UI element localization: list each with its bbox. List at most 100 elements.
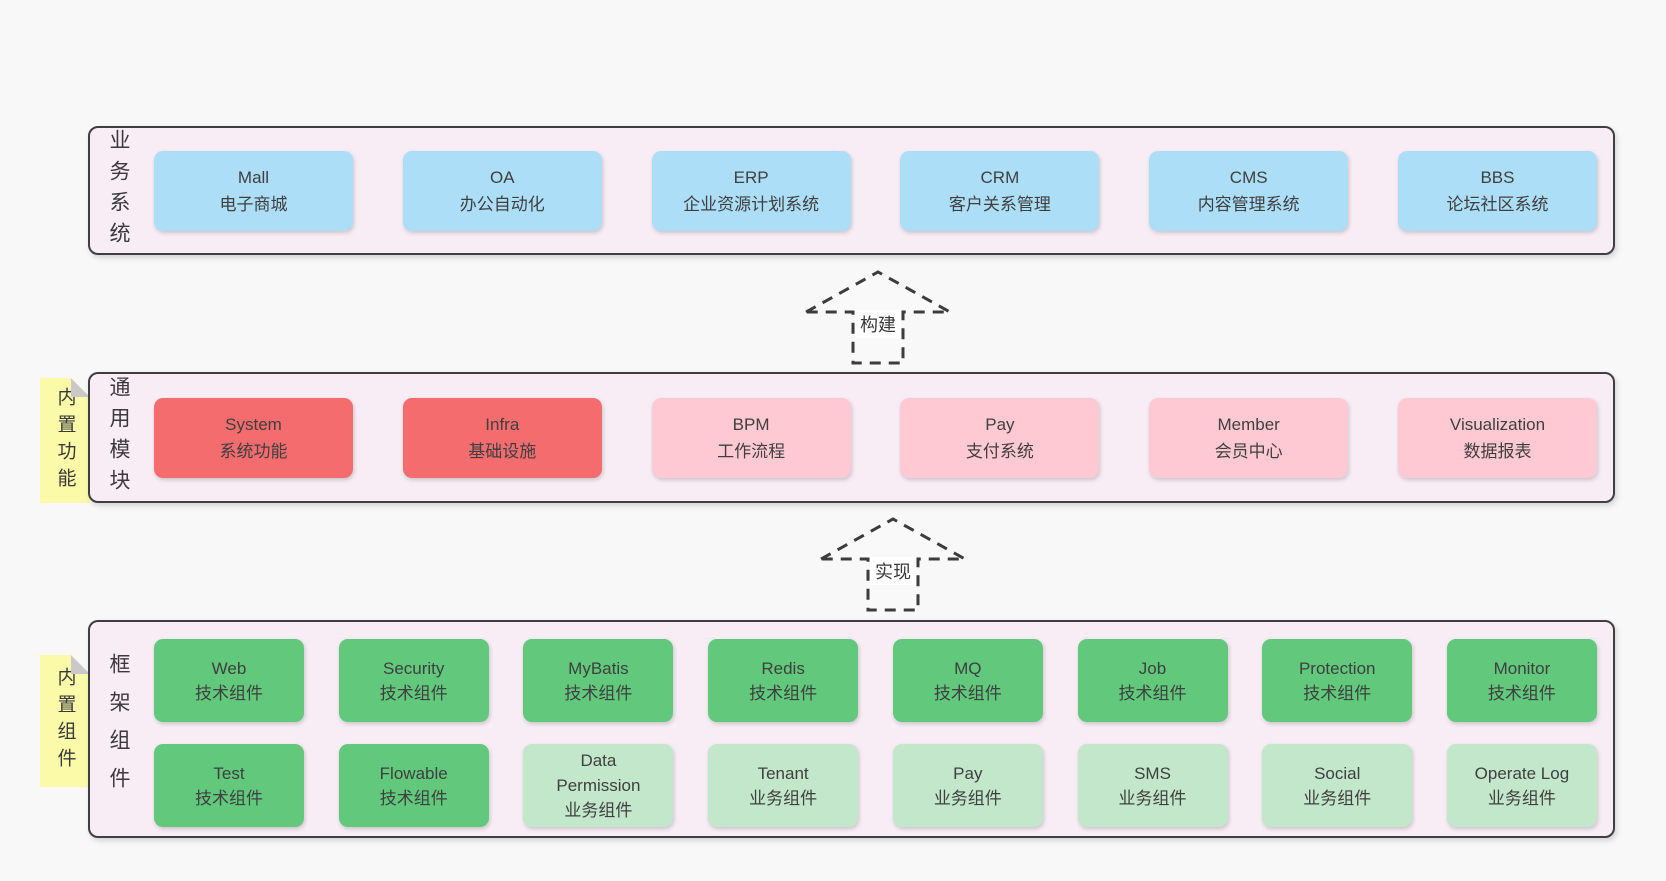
box-title: Protection (1298, 658, 1376, 678)
box-title: Visualization (1449, 414, 1546, 434)
box-data-permission: Data Permission 业务组件 (523, 744, 674, 827)
band-business-systems: 业务系统 Mall 电子商城 OA 办公自动化 ERP 企业资源计划系统 CRM… (88, 126, 1615, 255)
box-job: Job 技术组件 (1077, 639, 1228, 722)
band-business-systems-label: 业务系统 (107, 128, 130, 253)
box-sms: SMS 业务组件 (1077, 744, 1228, 827)
box-mq: MQ 技术组件 (892, 639, 1043, 722)
box-title: BPM (732, 414, 770, 434)
box-title: Data Permission (556, 751, 641, 795)
box-subtitle: 电子商城 (219, 194, 288, 214)
business-systems-row: Mall 电子商城 OA 办公自动化 ERP 企业资源计划系统 CRM 客户关系… (154, 150, 1597, 231)
box-subtitle: 办公自动化 (459, 194, 545, 214)
box-title: Job (1138, 658, 1167, 678)
box-subtitle: 业务组件 (933, 788, 1002, 808)
box-subtitle: 会员中心 (1214, 441, 1283, 461)
box-subtitle: 业务组件 (1487, 788, 1556, 808)
box-subtitle: 业务组件 (749, 788, 818, 808)
sticky-tag-builtin-features: 内置功能 (40, 378, 90, 503)
box-title: CRM (980, 167, 1020, 187)
box-visualization: Visualization 数据报表 (1397, 397, 1597, 478)
box-subtitle: 业务组件 (1303, 788, 1372, 808)
box-subtitle: 论坛社区系统 (1446, 194, 1549, 214)
band-framework-components-label: 框架组件 (107, 653, 130, 805)
box-subtitle: 技术组件 (1118, 683, 1187, 703)
box-redis: Redis 技术组件 (708, 639, 859, 722)
band-common-modules: 通用模块 System 系统功能 Infra 基础设施 BPM 工作流程 Pay… (88, 372, 1615, 503)
box-subtitle: 系统功能 (219, 441, 288, 461)
box-title: System (225, 414, 282, 434)
box-title: Redis (761, 658, 805, 678)
box-protection: Protection 技术组件 (1262, 639, 1413, 722)
box-test: Test 技术组件 (154, 744, 304, 827)
box-oa: OA 办公自动化 (402, 150, 602, 231)
box-subtitle: 企业资源计划系统 (683, 194, 820, 214)
box-title: Monitor (1493, 658, 1551, 678)
box-member: Member 会员中心 (1149, 397, 1349, 478)
box-title: OA (490, 167, 515, 187)
box-bpm: BPM 工作流程 (651, 397, 851, 478)
arrow-implement: 实现 (813, 509, 973, 613)
box-subtitle: 技术组件 (195, 683, 263, 703)
box-subtitle: 技术组件 (933, 683, 1002, 703)
band-common-modules-label: 通用模块 (107, 375, 130, 500)
sticky-tag-label: 内置组件 (54, 667, 76, 775)
box-subtitle: 技术组件 (1303, 683, 1372, 703)
box-erp: ERP 企业资源计划系统 (651, 150, 851, 231)
box-web: Web 技术组件 (154, 639, 304, 722)
box-title: Security (382, 658, 445, 678)
box-title: Pay (985, 414, 1015, 434)
box-subtitle: 工作流程 (717, 441, 786, 461)
arrow-implement-label: 实现 (870, 557, 916, 585)
box-title: CMS (1229, 167, 1268, 187)
box-infra: Infra 基础设施 (402, 397, 602, 478)
box-title: ERP (733, 167, 769, 187)
box-title: Operate Log (1474, 763, 1570, 783)
box-subtitle: 基础设施 (468, 441, 537, 461)
box-mybatis: MyBatis 技术组件 (523, 639, 674, 722)
box-cms: CMS 内容管理系统 (1149, 150, 1349, 231)
sticky-tag-builtin-components: 内置组件 (40, 655, 90, 787)
sticky-tag-label: 内置功能 (54, 386, 76, 495)
box-title: Flowable (379, 763, 448, 783)
box-title: BBS (1480, 167, 1515, 187)
box-system: System 系统功能 (154, 397, 353, 478)
box-subtitle: 客户关系管理 (948, 194, 1051, 214)
box-subtitle: 支付系统 (965, 441, 1034, 461)
box-subtitle: 技术组件 (749, 683, 818, 703)
box-pay-module: Pay 支付系统 (900, 397, 1100, 478)
box-subtitle: 技术组件 (195, 788, 263, 808)
box-bbs: BBS 论坛社区系统 (1397, 150, 1597, 231)
common-modules-row: System 系统功能 Infra 基础设施 BPM 工作流程 Pay 支付系统… (154, 397, 1597, 478)
box-title: Pay (953, 763, 983, 783)
box-subtitle: 业务组件 (564, 801, 633, 820)
box-monitor: Monitor 技术组件 (1446, 639, 1597, 722)
arrow-build: 构建 (798, 262, 958, 366)
box-subtitle: 技术组件 (1487, 683, 1556, 703)
box-subtitle: 技术组件 (379, 788, 448, 808)
box-crm: CRM 客户关系管理 (900, 150, 1100, 231)
box-title: Web (211, 658, 247, 678)
box-pay-component: Pay 业务组件 (892, 744, 1043, 827)
box-title: MQ (954, 658, 982, 678)
box-title: Test (213, 763, 245, 783)
box-title: Infra (485, 414, 520, 434)
box-title: Member (1217, 414, 1280, 434)
framework-components-row-2: Test 技术组件 Flowable 技术组件 Data Permission … (154, 744, 1597, 827)
arrow-build-label: 构建 (855, 310, 901, 338)
box-subtitle: 技术组件 (379, 683, 448, 703)
box-tenant: Tenant 业务组件 (708, 744, 859, 827)
box-flowable: Flowable 技术组件 (338, 744, 489, 827)
box-subtitle: 技术组件 (564, 683, 633, 703)
box-mall: Mall 电子商城 (154, 150, 353, 231)
box-title: Tenant (757, 763, 809, 783)
box-subtitle: 业务组件 (1118, 788, 1187, 808)
box-subtitle: 数据报表 (1463, 441, 1532, 461)
box-operate-log: Operate Log 业务组件 (1446, 744, 1597, 827)
box-title: SMS (1134, 763, 1171, 783)
box-title: MyBatis (568, 658, 629, 678)
box-subtitle: 内容管理系统 (1197, 194, 1300, 214)
box-security: Security 技术组件 (338, 639, 489, 722)
band-framework-components: 框架组件 Web 技术组件 Security 技术组件 MyBatis 技术组件… (88, 620, 1615, 838)
box-title: Mall (237, 167, 270, 187)
